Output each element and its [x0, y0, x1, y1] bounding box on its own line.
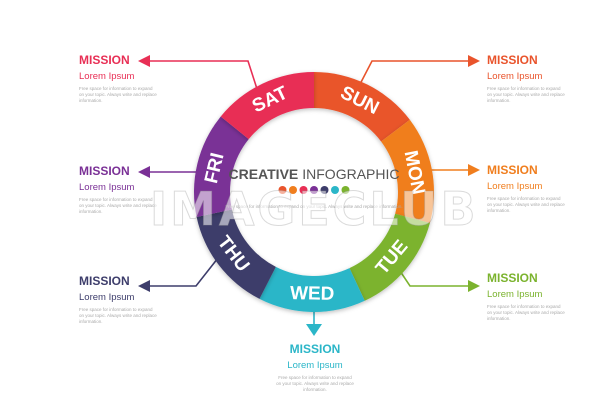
callout-mon-subtitle: Lorem Ipsum — [487, 181, 543, 192]
callout-tue-subtitle: Lorem Ipsum — [487, 289, 543, 300]
arrowheads — [138, 55, 480, 336]
callout-thu-body: Free space for information to expand on … — [79, 307, 157, 324]
center-title-light: INFOGRAPHIC — [302, 166, 399, 182]
callout-wed-title: MISSION — [289, 342, 341, 356]
arrow-sat — [138, 55, 150, 67]
callout-sat-subtitle: Lorem Ipsum — [79, 71, 135, 82]
callout-sun-subtitle: Lorem Ipsum — [487, 71, 543, 82]
callout-sun-body: Free space for information to expand on … — [487, 86, 565, 103]
color-dot — [278, 186, 287, 194]
color-dot — [289, 186, 297, 194]
segment-fri — [193, 116, 249, 217]
arrow-tue — [468, 280, 480, 292]
connector-thu — [140, 257, 219, 287]
callout-tue-body: Free space for information to expand on … — [487, 304, 565, 321]
callout-wed-body: Free space for information to expand on … — [276, 375, 354, 392]
segment-thu — [196, 209, 276, 299]
callout-tue-title: MISSION — [487, 271, 538, 285]
connector-sun — [357, 60, 472, 89]
callout-mon-title: MISSION — [487, 163, 538, 177]
callout-sun-title: MISSION — [487, 53, 538, 67]
color-dot — [331, 186, 339, 194]
segment-sat — [220, 72, 314, 140]
color-dots — [278, 186, 350, 194]
callout-wed-subtitle: Lorem Ipsum — [287, 360, 343, 371]
callout-thu-title: MISSION — [79, 274, 130, 288]
center-title-bold: CREATIVE — [229, 166, 299, 182]
color-dot — [310, 186, 318, 194]
segment-tue — [349, 213, 430, 301]
arrow-thu — [138, 280, 150, 292]
color-dot — [299, 186, 308, 194]
segment-label-wed: WED — [290, 283, 335, 305]
callout-thu-subtitle: Lorem Ipsum — [79, 292, 135, 303]
color-dot — [341, 186, 350, 194]
callout-thu: MISSION Lorem Ipsum Free space for infor… — [79, 274, 209, 325]
connector-sat — [140, 60, 259, 93]
arrow-fri — [138, 166, 150, 178]
callout-fri-body: Free space for information to expand on … — [79, 197, 157, 214]
callout-fri-subtitle: Lorem Ipsum — [79, 182, 135, 193]
callout-sat: MISSION Lorem Ipsum Free space for infor… — [79, 53, 209, 104]
callout-mon: MISSION Lorem Ipsum Free space for infor… — [487, 163, 600, 214]
center-body: Free space for information to expand on … — [225, 204, 402, 209]
callout-sun: MISSION Lorem Ipsum Free space for infor… — [487, 53, 600, 104]
arrow-mon — [468, 164, 480, 176]
callout-mon-body: Free space for information to expand on … — [487, 196, 565, 213]
segment-mon — [381, 119, 435, 224]
color-dot — [320, 186, 329, 194]
callout-wed: MISSION Lorem Ipsum Free space for infor… — [275, 342, 355, 393]
callout-sat-body: Free space for information to expand on … — [79, 86, 157, 103]
callout-sat-title: MISSION — [79, 53, 130, 67]
connector-tue — [397, 267, 472, 287]
arrow-wed — [306, 324, 322, 336]
segment-sun — [314, 72, 410, 142]
connector-lines — [140, 60, 472, 326]
callout-fri-title: MISSION — [79, 164, 130, 178]
callout-fri: MISSION Lorem Ipsum Free space for infor… — [79, 164, 209, 215]
callout-tue: MISSION Lorem Ipsum Free space for infor… — [487, 271, 600, 322]
arrow-sun — [468, 55, 480, 67]
segment-wed — [259, 266, 365, 312]
